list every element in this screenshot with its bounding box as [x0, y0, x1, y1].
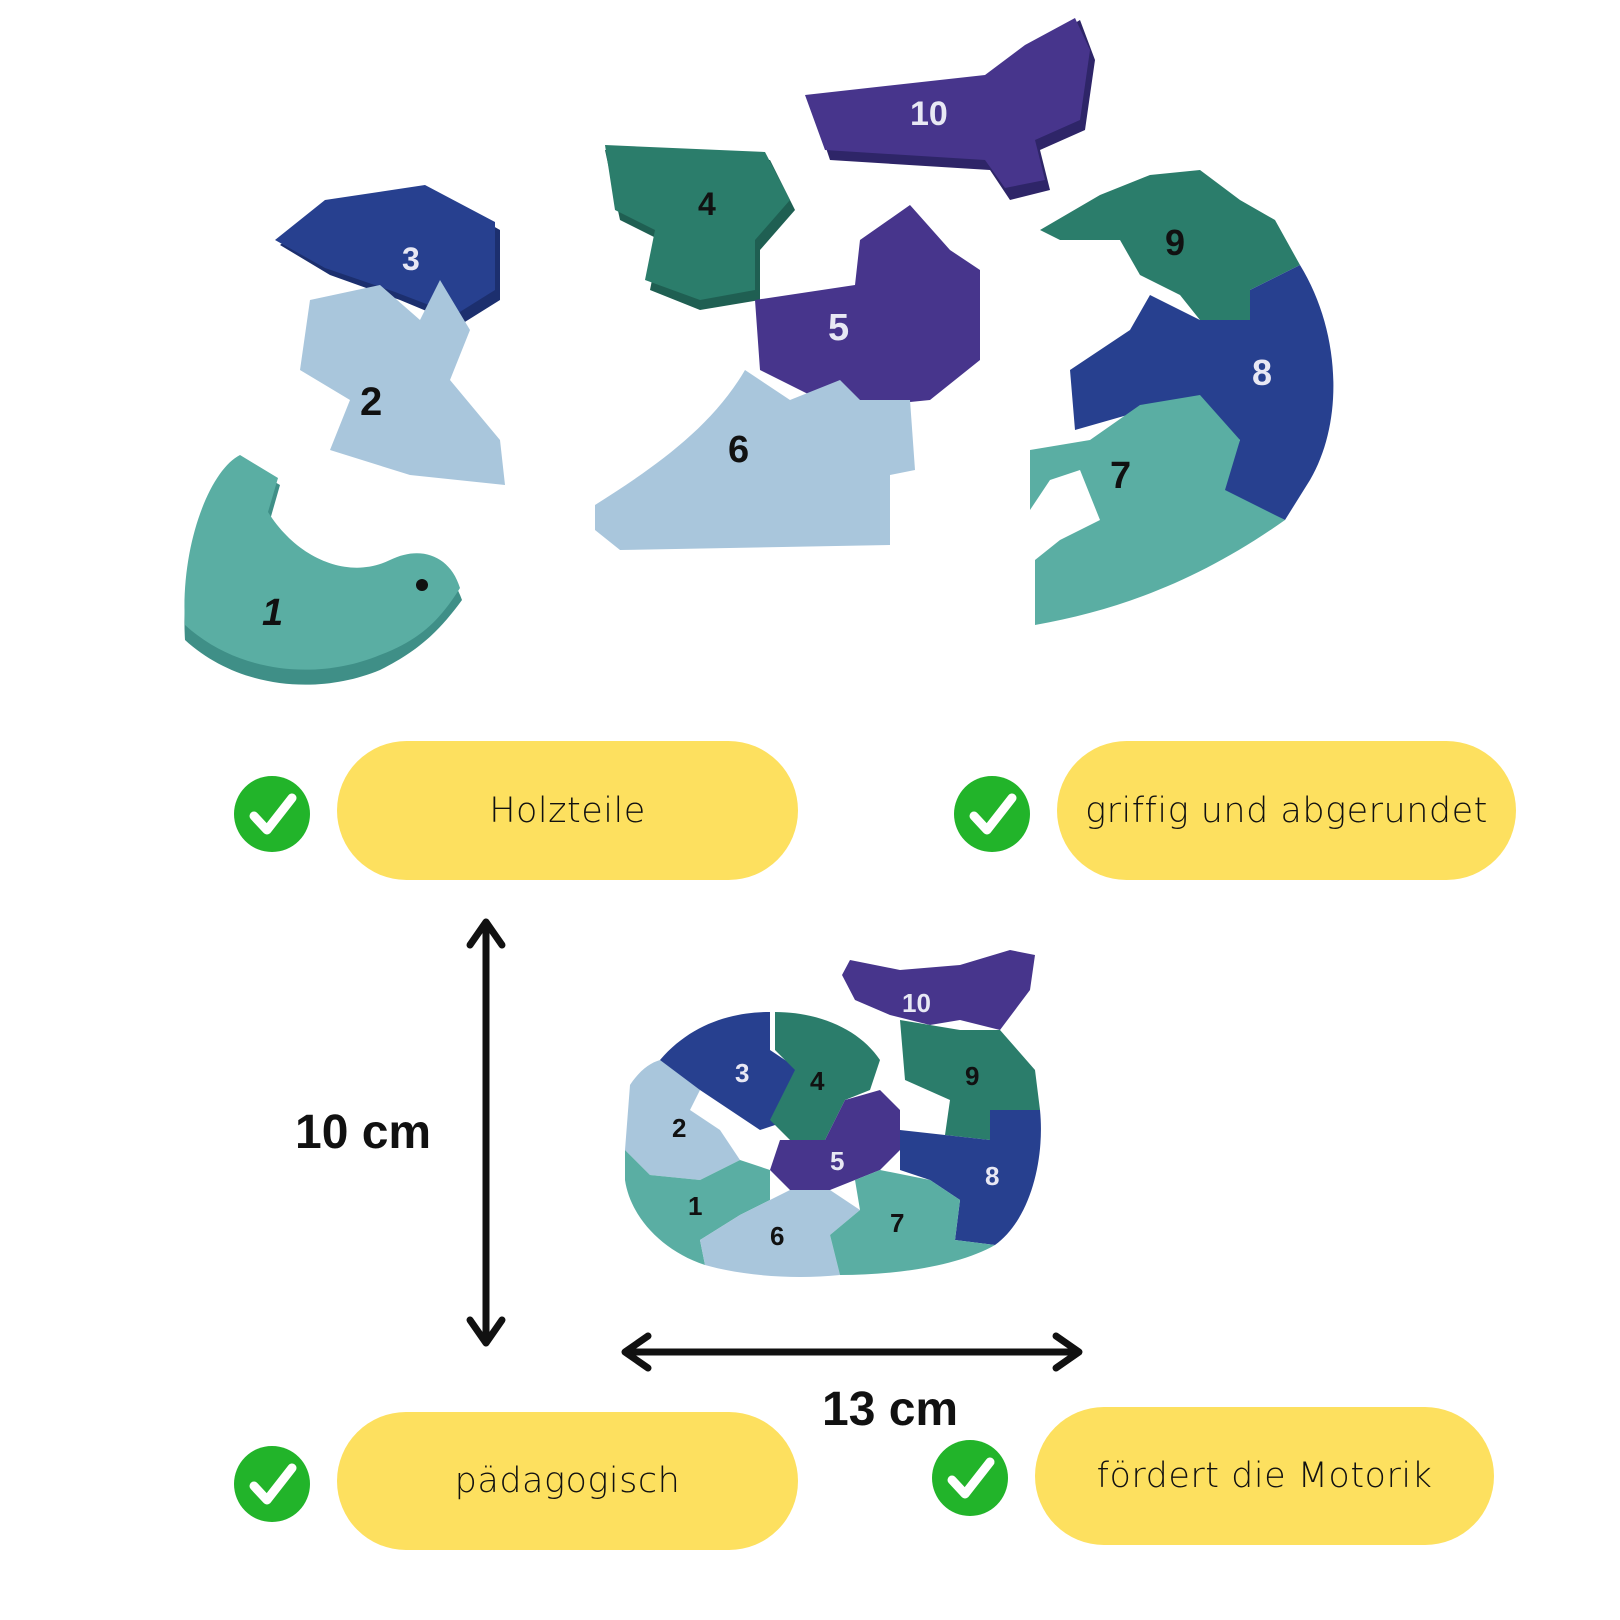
puzzle-piece-8: 8: [1070, 265, 1334, 520]
piece-number: 8: [1252, 352, 1272, 393]
svg-text:9: 9: [965, 1061, 979, 1091]
puzzle-piece-5: 5: [755, 205, 980, 405]
feature-pill-holzteile: Holzteile: [337, 741, 798, 880]
feature-label: pädagogisch: [454, 1461, 681, 1501]
svg-text:2: 2: [672, 1113, 686, 1143]
whale-piece-7: 7: [830, 1170, 995, 1275]
puzzle-piece-1: 1: [184, 455, 462, 685]
svg-text:5: 5: [830, 1146, 844, 1176]
whale-piece-1: 1: [625, 1150, 770, 1265]
svg-text:6: 6: [770, 1221, 784, 1251]
piece-number: 7: [1110, 455, 1131, 497]
puzzle-piece-6: 6: [595, 370, 915, 550]
piece-number: 2: [360, 380, 382, 424]
feature-label: griffig und abgerundet: [1085, 790, 1488, 831]
svg-text:4: 4: [810, 1066, 825, 1096]
whale-piece-8: 8: [900, 1110, 1041, 1245]
svg-text:3: 3: [735, 1058, 749, 1088]
piece-number: 1: [262, 592, 283, 634]
check-icon: [234, 776, 310, 852]
whale-piece-10: 10: [842, 950, 1035, 1030]
piece-number: 9: [1165, 222, 1185, 263]
svg-text:7: 7: [890, 1208, 904, 1238]
piece-number: 5: [828, 307, 849, 349]
feature-pill-griffig: griffig und abgerundet: [1057, 741, 1516, 880]
check-icon: [954, 776, 1030, 852]
feature-label: Holzteile: [489, 790, 646, 831]
piece-number: 4: [698, 186, 716, 222]
check-icon: [932, 1440, 1008, 1516]
piece-number: 6: [728, 429, 749, 471]
piece-number: 10: [910, 95, 948, 133]
puzzle-piece-2: 2: [300, 280, 505, 485]
height-arrow: [466, 918, 506, 1347]
puzzle-piece-7: 7: [1030, 395, 1285, 625]
check-icon: [234, 1446, 310, 1522]
feature-pill-paedagogisch: pädagogisch: [337, 1412, 798, 1550]
whale-piece-6: 6: [700, 1190, 860, 1277]
puzzle-piece-4: 4: [605, 145, 795, 310]
feature-label: fördert die Motorik: [1096, 1456, 1433, 1496]
svg-text:1: 1: [688, 1191, 702, 1221]
piece-number: 3: [402, 241, 420, 277]
whale-piece-3: 3: [660, 1012, 800, 1130]
width-label: 13 cm: [822, 1383, 959, 1436]
puzzle-piece-9: 9: [1040, 170, 1300, 320]
whale-piece-5: 5: [770, 1090, 900, 1190]
feature-pill-motorik: fördert die Motorik: [1035, 1407, 1494, 1545]
whale-piece-2: 2: [625, 1060, 740, 1180]
whale-piece-4: 4: [770, 1012, 880, 1140]
scattered-puzzle-pieces: 10 4 3 2 1 5 6 9 8: [184, 18, 1334, 685]
svg-text:8: 8: [985, 1161, 999, 1191]
svg-text:10: 10: [902, 988, 931, 1018]
puzzle-piece-10: 10: [805, 18, 1095, 200]
width-arrow: [621, 1332, 1083, 1372]
height-label: 10 cm: [295, 1106, 432, 1159]
